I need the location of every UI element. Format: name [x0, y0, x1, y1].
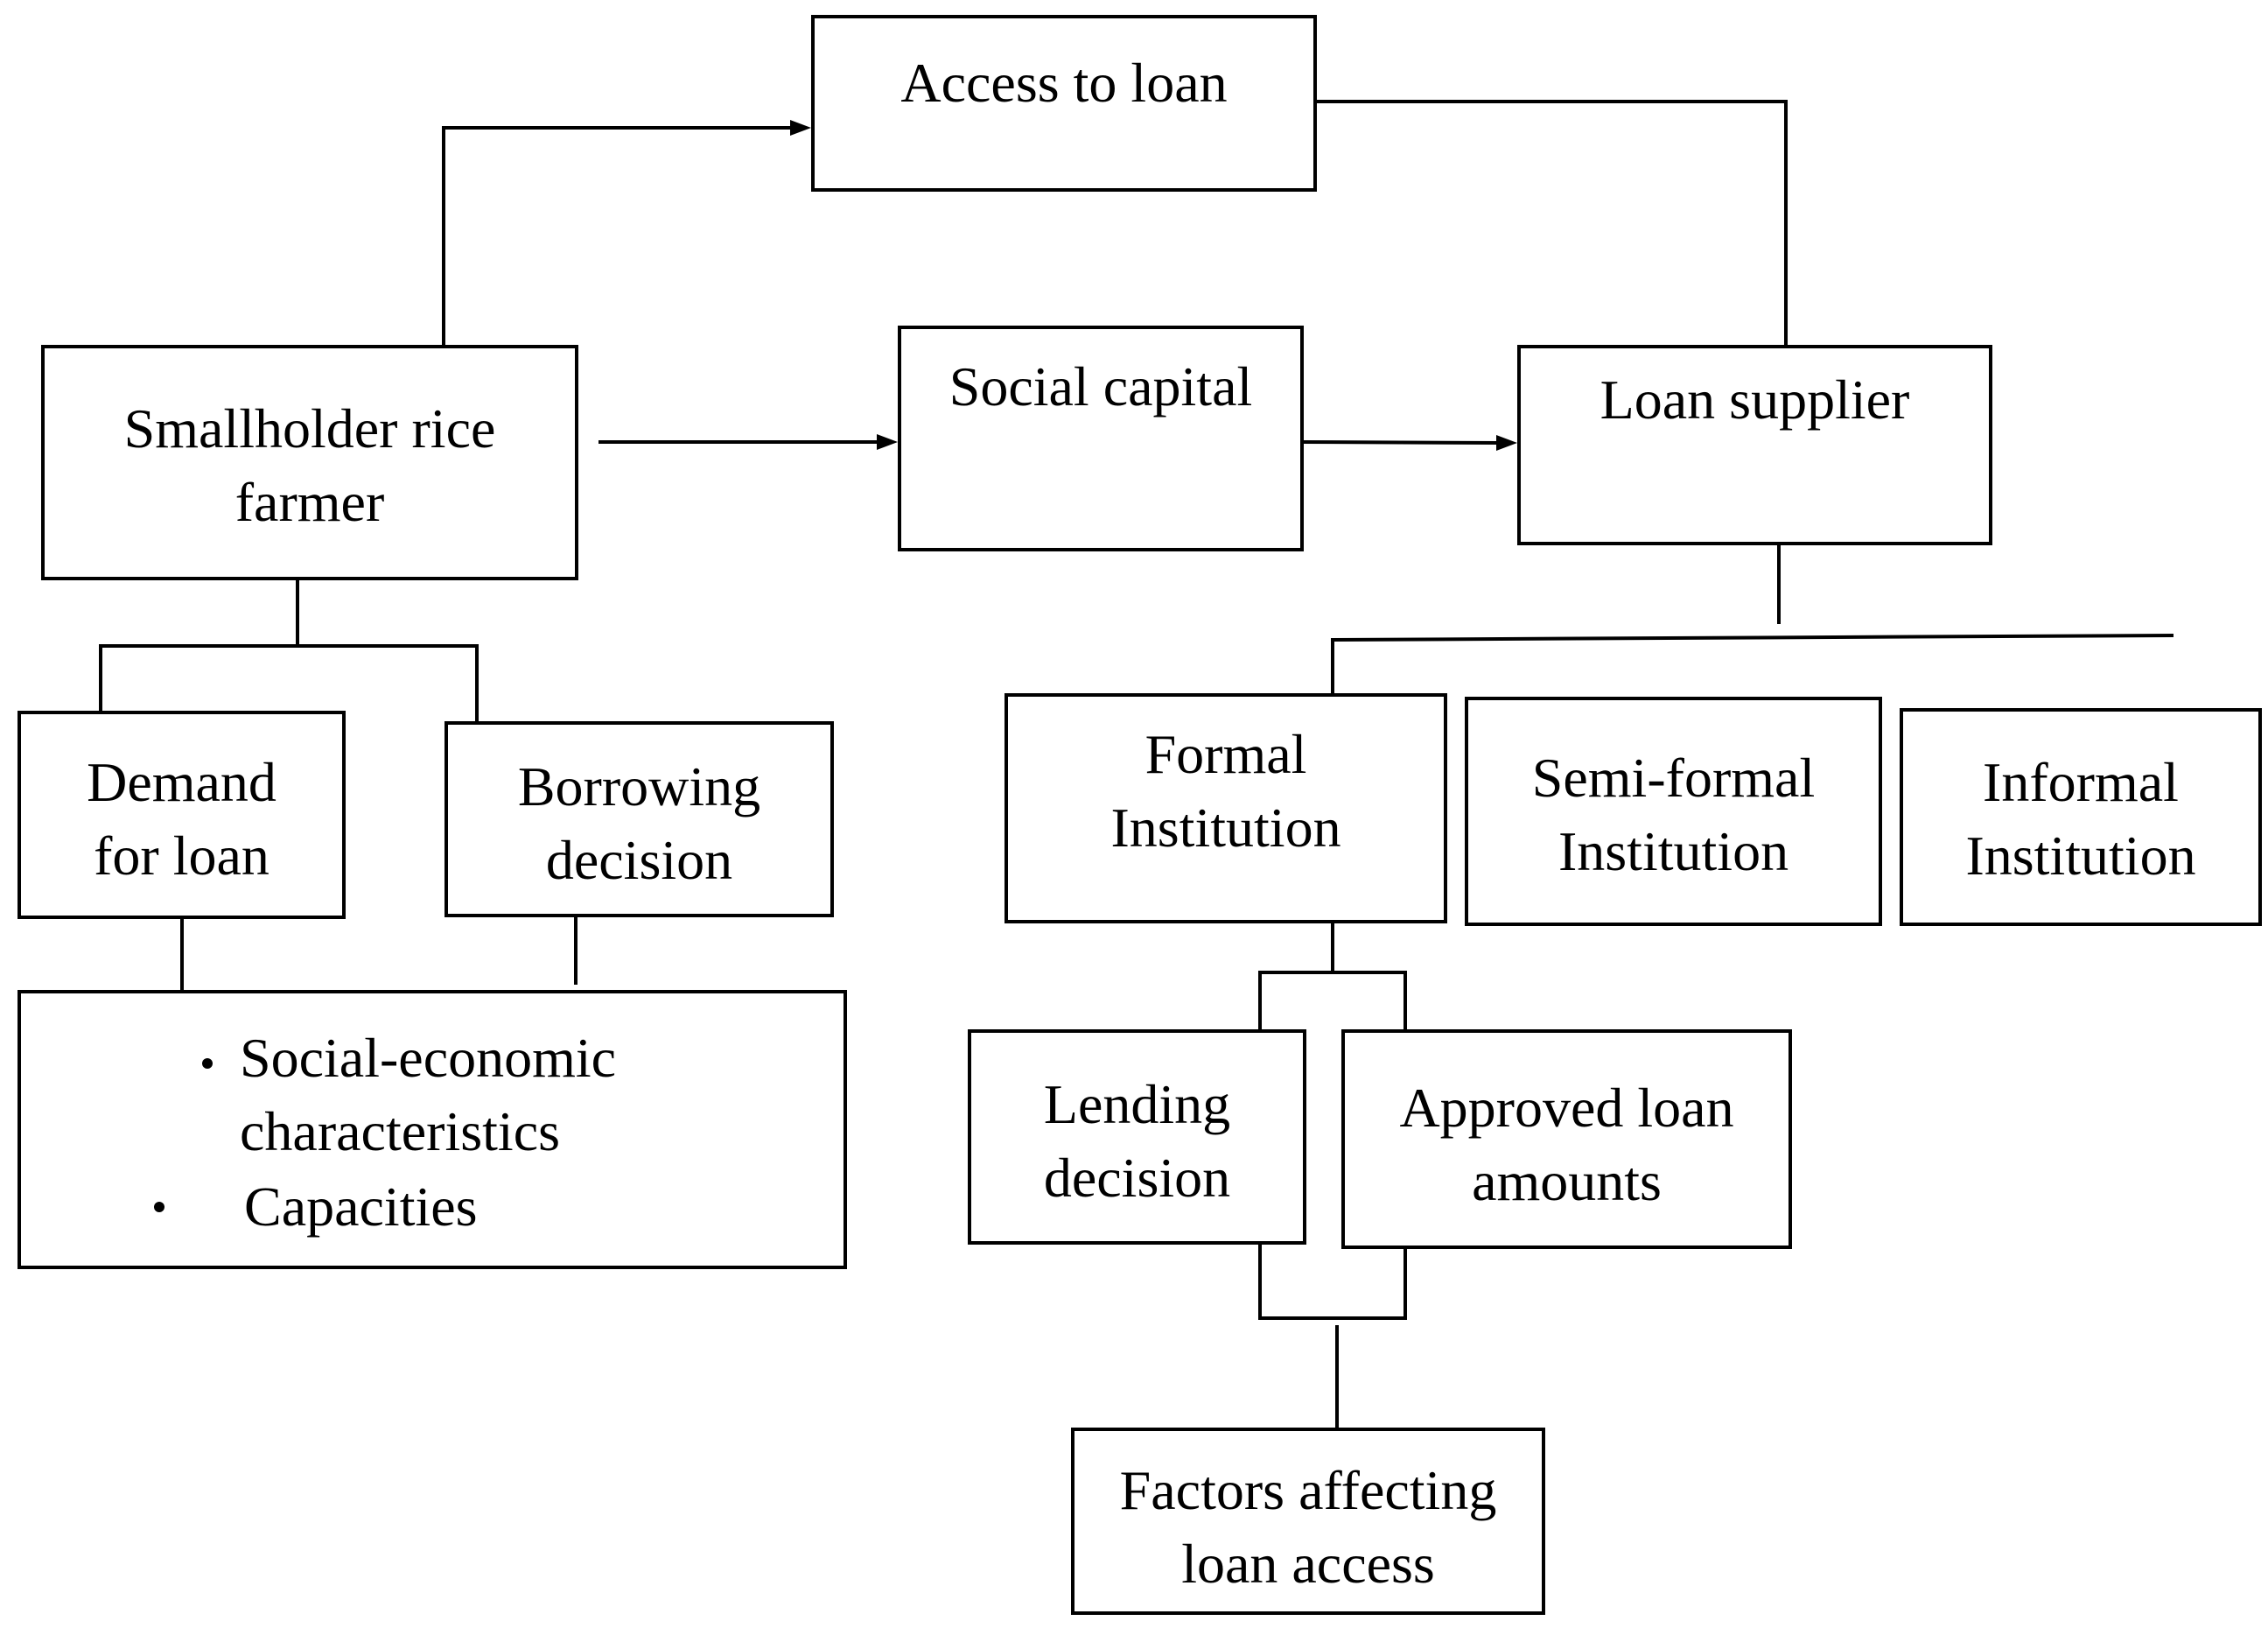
node-label: Loan supplier	[1600, 368, 1910, 431]
node-demand-for-loan: Demand for loan	[18, 711, 346, 919]
node-loan-supplier: Loan supplier	[1517, 345, 1992, 545]
node-label: loan access	[1181, 1533, 1435, 1595]
connector-social-to-supplier	[1301, 439, 1502, 446]
node-access-to-loan: Access to loan	[811, 15, 1317, 192]
node-smallholder-rice-farmer: Smallholder rice farmer	[41, 345, 578, 580]
node-social-capital: Social capital	[898, 326, 1304, 551]
node-label: amounts	[1472, 1150, 1662, 1212]
arrowhead-icon	[877, 434, 898, 450]
node-formal-institution: Formal Institution	[1004, 693, 1447, 923]
node-farmer-attributes: Social-economic characteristics Capaciti…	[18, 990, 847, 1269]
node-label: Access to loan	[900, 52, 1228, 114]
node-label: for loan	[94, 825, 270, 887]
node-label: decision	[1043, 1147, 1231, 1209]
connector-institutions-bar	[1330, 633, 2174, 642]
node-label: Factors affecting	[1119, 1459, 1497, 1521]
bullet-text: Social-economic	[240, 1027, 617, 1089]
bullet-text: Capacities	[244, 1175, 478, 1238]
connector-farmer-to-access	[442, 126, 794, 347]
node-lending-decision: Lending decision	[968, 1029, 1306, 1245]
node-label: Approved loan	[1399, 1077, 1734, 1139]
node-label: Semi-formal	[1531, 747, 1816, 809]
bullet-text: characteristics	[240, 1100, 560, 1162]
node-label: farmer	[234, 471, 385, 533]
node-label: Demand	[87, 751, 276, 813]
arrowhead-icon	[1496, 435, 1517, 451]
node-factors-affecting-loan-access: Factors affecting loan access	[1071, 1428, 1545, 1615]
arrowhead-icon	[790, 120, 811, 136]
node-informal-institution: Informal Institution	[1900, 708, 2262, 926]
node-label: Lending	[1043, 1073, 1231, 1135]
bullet-icon	[154, 1202, 164, 1212]
node-label: Smallholder rice	[123, 397, 496, 460]
node-borrowing-decision: Borrowing decision	[444, 721, 834, 917]
node-label: Institution	[1110, 796, 1341, 859]
node-semi-formal-institution: Semi-formal Institution	[1465, 697, 1882, 926]
node-label: Institution	[1965, 825, 2196, 887]
node-label: Institution	[1558, 820, 1789, 882]
connector-access-to-supplier	[1315, 100, 1788, 347]
node-label: Borrowing	[517, 755, 761, 818]
node-label: Informal	[1983, 751, 2179, 813]
bullet-icon	[202, 1058, 213, 1069]
node-label: Formal	[1144, 723, 1307, 785]
node-label: decision	[545, 829, 733, 891]
node-label: Social capital	[948, 355, 1253, 418]
node-approved-loan-amounts: Approved loan amounts	[1341, 1029, 1792, 1249]
